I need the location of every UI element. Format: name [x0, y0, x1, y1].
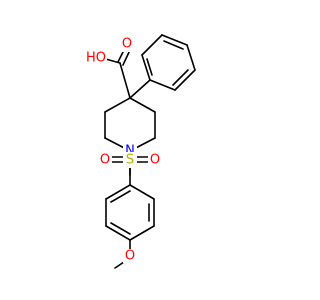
carbonyl-oxygen-label: O	[122, 37, 132, 52]
bond-ring-1	[104, 97, 131, 113]
bond-phenyl-inner-2	[163, 40, 184, 50]
bond-ring-6	[129, 97, 156, 113]
hydroxyl-label-bg	[85, 50, 107, 66]
bond-aryl-3	[129, 225, 155, 241]
hydroxyl-label: HO	[86, 51, 106, 66]
sulfonyl-oxygen-right-label-bg	[148, 152, 162, 168]
bond-carbonyl-double-b	[122, 49, 131, 66]
sulfonyl-oxygen-right-label: O	[150, 153, 160, 168]
sulfonyl-oxygen-left-label: O	[100, 153, 110, 168]
bond-aryl-inner-3	[110, 190, 131, 203]
bond-c4-phenyl	[129, 79, 151, 99]
carbonyl-oxygen-label-bg	[120, 38, 134, 52]
bond-phenyl-3	[186, 44, 196, 71]
methoxy-oxygen-label: O	[125, 249, 135, 264]
chemical-structure-diagram: HO O N S O O O	[85, 34, 196, 269]
bond-aryl-4	[105, 225, 131, 241]
bond-c4-carboxyl	[119, 62, 131, 99]
bond-aryl-inner-2	[110, 222, 131, 235]
bond-aryl-1	[129, 184, 155, 200]
methoxy-oxygen-label-bg	[123, 249, 137, 263]
methoxyphenyl-ring	[105, 184, 155, 241]
bond-phenyl-6	[141, 54, 151, 81]
sulfur-label-bg	[123, 152, 137, 168]
bond-phenyl-inner-3	[146, 58, 153, 76]
sulfonyl-oxygen-left-label-bg	[98, 152, 112, 168]
sulfonyl-group	[110, 156, 150, 163]
bond-aryl-6	[105, 184, 131, 200]
bond-phenyl-inner-1	[172, 69, 189, 86]
bond-phenyl-2	[174, 69, 196, 91]
phenyl-ring	[129, 34, 196, 99]
bond-phenyl-5	[141, 34, 163, 56]
piperidine-ring	[104, 97, 156, 152]
ring-nitrogen-label: N	[125, 144, 135, 159]
bond-phenyl-1	[149, 79, 176, 91]
sulfur-label: S	[126, 153, 134, 168]
bond-phenyl-4	[161, 34, 188, 46]
